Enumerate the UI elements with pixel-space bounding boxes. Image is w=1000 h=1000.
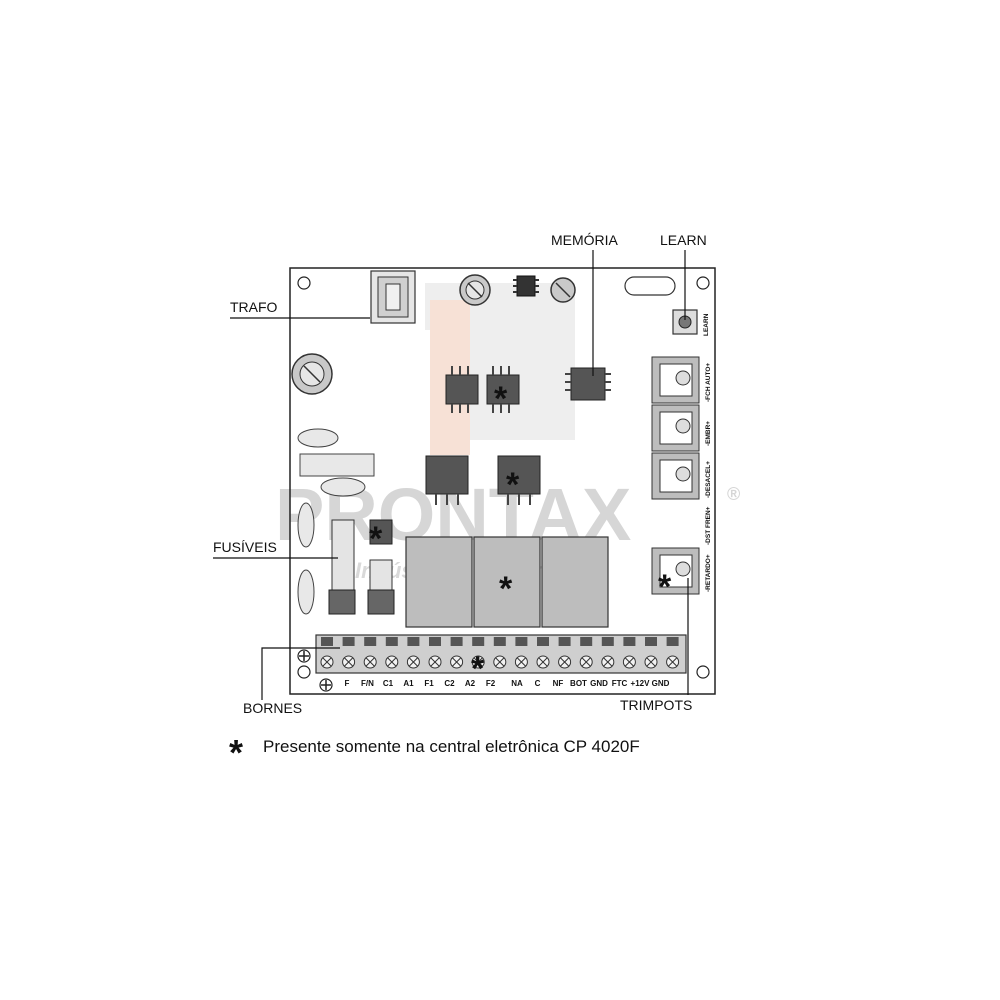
terminal-label: F1 <box>424 679 434 688</box>
ground-icon <box>297 649 311 663</box>
terminal-label: NA <box>511 679 523 688</box>
trimpot-label: -FCH AUTO+ <box>705 363 712 402</box>
terminal-screw <box>363 637 377 669</box>
capacitor <box>459 274 491 306</box>
mounting-holes <box>297 276 710 679</box>
trimpot: -DESACEL+ <box>651 452 712 500</box>
ground-icon <box>319 678 333 692</box>
asterisk-markers: * * * * * * <box>369 380 672 688</box>
terminal-label: +12V <box>631 679 651 688</box>
asterisk-icon: * <box>494 380 508 418</box>
label-memoria: MEMÓRIA <box>551 232 619 248</box>
transistor <box>425 455 469 505</box>
relays <box>405 536 609 628</box>
watermark-registered: ® <box>727 484 740 504</box>
learn-button: LEARN <box>672 309 710 336</box>
potentiometer <box>550 277 576 303</box>
terminal-screw <box>342 637 356 669</box>
terminal-label: F/N <box>361 679 374 688</box>
asterisk-icon: * <box>229 732 243 773</box>
terminal-screw <box>428 637 442 669</box>
fuses <box>328 519 395 615</box>
mounting-hole <box>696 665 710 679</box>
terminal-label: F2 <box>486 679 496 688</box>
terminal-label: A1 <box>403 679 414 688</box>
terminal-screw <box>644 637 658 669</box>
transformer <box>370 270 416 324</box>
small-ic-top <box>513 275 539 297</box>
relay <box>541 536 609 628</box>
terminal-screw <box>579 637 593 669</box>
mounting-hole <box>696 276 710 290</box>
slot-oval <box>624 276 676 296</box>
terminal-screw <box>450 637 464 669</box>
trimpot: -FCH AUTO+ <box>651 356 712 404</box>
asterisk-icon: * <box>658 568 672 606</box>
memory-chip <box>565 367 611 401</box>
label-fusiveis: FUSÍVEIS <box>213 539 277 555</box>
large-capacitor <box>291 353 333 395</box>
ic-relay-driver <box>445 366 479 413</box>
terminal-screw <box>666 637 680 669</box>
learn-small-label: LEARN <box>703 313 710 336</box>
transistor-optional <box>497 455 541 505</box>
label-bornes: BORNES <box>243 700 302 716</box>
terminal-label: FTC <box>612 679 628 688</box>
label-trafo: TRAFO <box>230 299 278 315</box>
relay <box>405 536 473 628</box>
terminal-label: GND <box>590 679 608 688</box>
terminal-label: F <box>345 679 350 688</box>
board-outline <box>289 267 716 695</box>
terminal-screw <box>514 637 528 669</box>
relay <box>473 536 541 628</box>
terminal-screw <box>385 637 399 669</box>
trimpot-label: -DESACEL+ <box>705 461 712 498</box>
terminal-label: NF <box>553 679 564 688</box>
callout-lines <box>213 250 689 700</box>
terminal-label: GND <box>652 679 670 688</box>
trimpot-label: -DST FREN+ <box>705 506 712 545</box>
label-trimpots: TRIMPOTS <box>620 697 692 713</box>
label-learn: LEARN <box>660 232 707 248</box>
asterisk-icon: * <box>471 650 485 688</box>
terminal-screw <box>558 637 572 669</box>
asterisk-icon: * <box>499 570 513 608</box>
terminal-screw <box>406 637 420 669</box>
trimpot: -EMBR+ <box>651 404 712 452</box>
components-left <box>297 428 375 615</box>
asterisk-icon: * <box>506 466 520 504</box>
trimpot-optional: -RETARDO+ <box>651 547 712 595</box>
terminal-screw <box>493 637 507 669</box>
terminal-label: BOT <box>570 679 587 688</box>
terminal-screw <box>622 637 636 669</box>
trimpot-label: -RETARDO+ <box>705 554 712 592</box>
terminal-screw <box>320 637 334 669</box>
terminal-label: A2 <box>465 679 476 688</box>
mounting-hole <box>297 276 311 290</box>
terminal-screws <box>320 637 680 669</box>
ic-optional <box>486 366 520 413</box>
terminal-label: C2 <box>444 679 455 688</box>
footnote: Presente somente na central eletrônica C… <box>263 737 640 756</box>
mounting-hole <box>297 665 311 679</box>
terminal-label: C <box>535 679 541 688</box>
asterisk-icon: * <box>369 520 383 558</box>
trimpot-label: -EMBR+ <box>705 421 712 446</box>
terminal-screw <box>601 637 615 669</box>
terminal-screw <box>471 637 485 669</box>
terminal-screw <box>536 637 550 669</box>
terminal-label: C1 <box>383 679 394 688</box>
trimpots: -FCH AUTO+ -EMBR+ -DESACEL+ -DST FREN+ -… <box>651 356 712 595</box>
